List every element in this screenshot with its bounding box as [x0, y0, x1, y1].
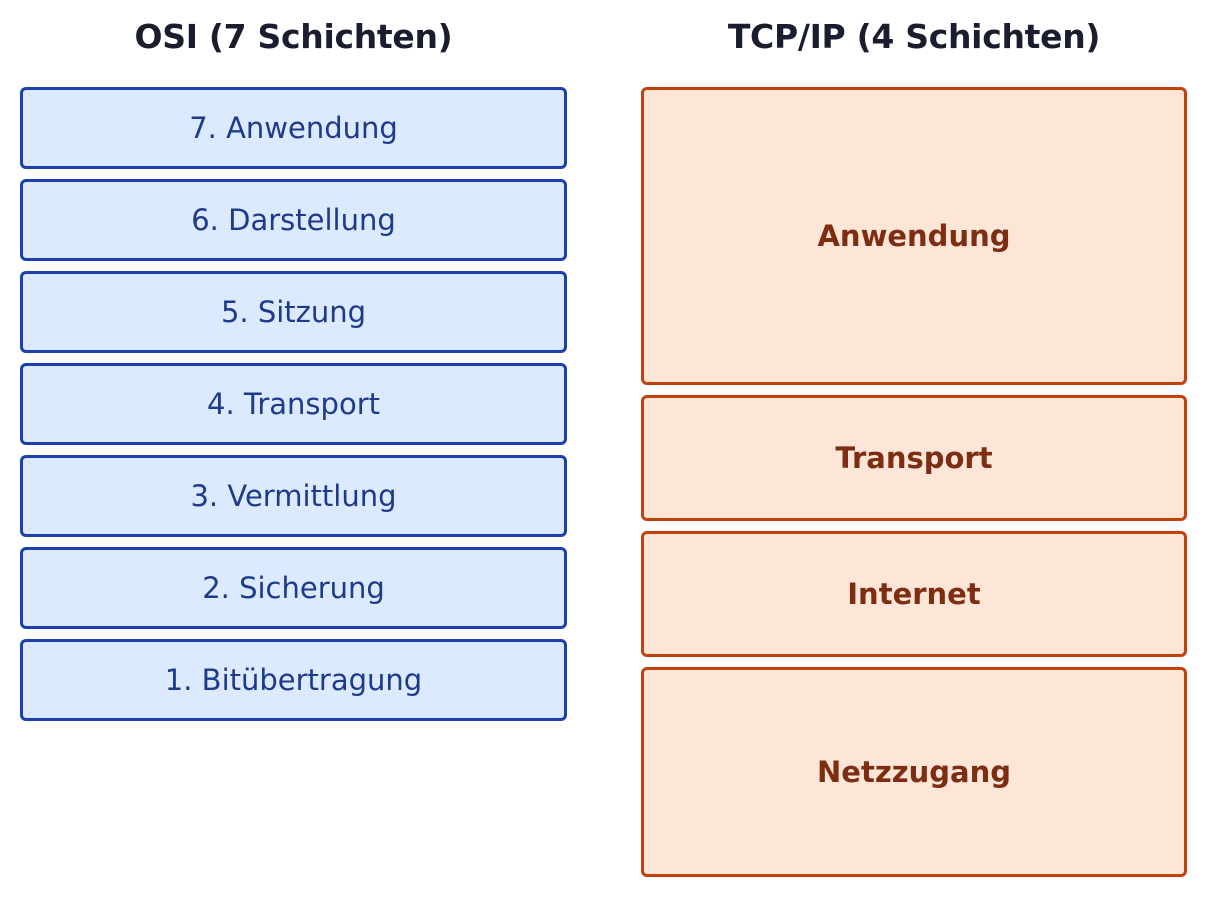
- osi-layer-5-session: 5. Sitzung: [20, 271, 567, 353]
- osi-layer-3-network: 3. Vermittlung: [20, 455, 567, 537]
- tcpip-layer-internet: Internet: [641, 531, 1187, 657]
- osi-layer-2-data-link: 2. Sicherung: [20, 547, 567, 629]
- osi-layer-7-application: 7. Anwendung: [20, 87, 567, 169]
- osi-layer-4-transport: 4. Transport: [20, 363, 567, 445]
- osi-layer-6-presentation: 6. Darstellung: [20, 179, 567, 261]
- osi-layer-1-physical: 1. Bitübertragung: [20, 639, 567, 721]
- osi-column-title: OSI (7 Schichten): [134, 17, 453, 56]
- tcpip-layer-transport: Transport: [641, 395, 1187, 521]
- tcpip-column-title: TCP/IP (4 Schichten): [727, 17, 1101, 56]
- tcpip-layer-network-access: Netzzugang: [641, 667, 1187, 877]
- tcpip-layer-application: Anwendung: [641, 87, 1187, 385]
